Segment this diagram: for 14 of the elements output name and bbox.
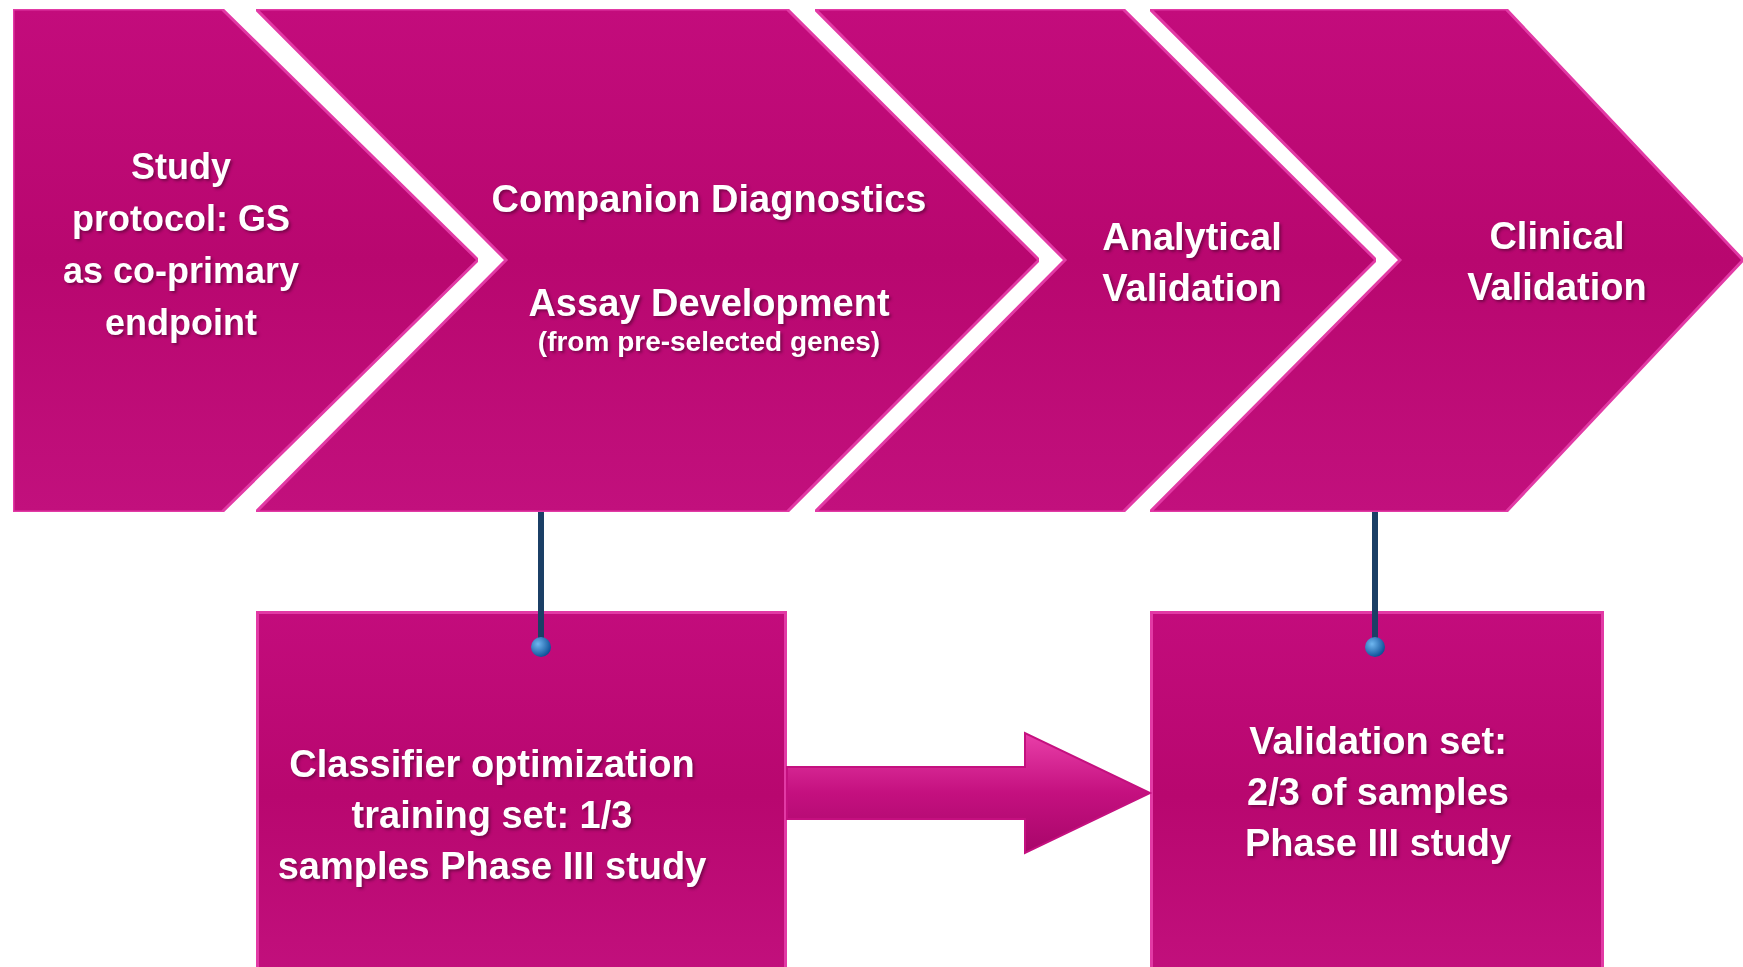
label: Validation set: 2/3 of samples Phase III study <box>1243 718 1513 866</box>
heading: Companion Diagnostics <box>491 177 927 222</box>
pin-connector <box>531 512 551 657</box>
process-step-shape <box>13 9 478 512</box>
label: Analytical Validation <box>1101 215 1283 311</box>
label: (from pre-selected genes) <box>537 326 881 358</box>
pin-connector <box>1365 512 1385 657</box>
label: Assay Development <box>528 281 890 326</box>
process-box <box>256 611 787 967</box>
process-box <box>1150 611 1604 967</box>
block-arrow <box>786 731 1153 855</box>
label: Study protocol: GS as co-primary endpoint <box>61 145 301 345</box>
label: Classifier optimization training set: 1/3 samples Phase III study <box>276 741 708 889</box>
label: Clinical Validation <box>1466 214 1648 310</box>
